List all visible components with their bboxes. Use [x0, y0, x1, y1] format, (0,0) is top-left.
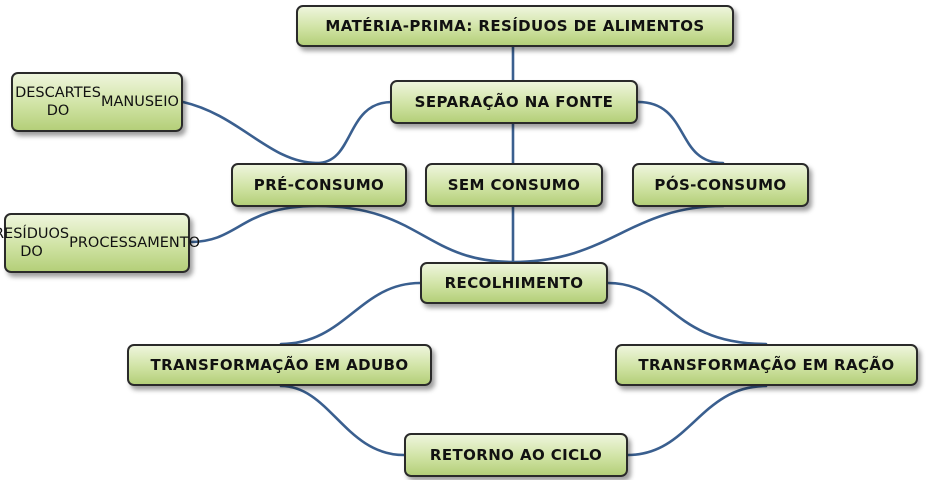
residuos-line-1: RESÍDUOS DO [0, 226, 70, 260]
descartes-line-1: DESCARTES DO [15, 85, 101, 119]
node-retorno-ao-ciclo: RETORNO AO CICLO [404, 433, 628, 477]
residuos-line-2: PROCESSAMENTO [69, 235, 201, 251]
link-residuos-recolhimento [188, 204, 515, 264]
node-transformacao-em-adubo: TRANSFORMAÇÃO EM ADUBO [127, 344, 432, 386]
link-pos-recolhimento [511, 204, 725, 264]
link-recolhimento-racao [606, 281, 768, 346]
node-separacao-na-fonte: SEPARAÇÃO NA FONTE [390, 80, 638, 124]
node-recolhimento: RECOLHIMENTO [420, 262, 608, 304]
node-pos-consumo: PÓS-CONSUMO [632, 163, 809, 207]
link-separacao-pos [636, 100, 725, 165]
link-racao-retorno [626, 384, 768, 457]
link-descartes-pre [181, 100, 319, 165]
descartes-line-2: MANUSEIO [100, 94, 179, 110]
node-pre-consumo: PRÉ-CONSUMO [231, 163, 407, 207]
link-separacao-pre [315, 100, 394, 165]
node-materia-prima: MATÉRIA-PRIMA: RESÍDUOS DE ALIMENTOS [296, 5, 734, 47]
link-adubo-retorno [279, 384, 406, 457]
node-transformacao-em-racao: TRANSFORMAÇÃO EM RAÇÃO [615, 344, 918, 386]
node-sem-consumo: SEM CONSUMO [425, 163, 603, 207]
link-recolhimento-adubo [279, 281, 422, 346]
node-descartes-do-manuseio: DESCARTES DO MANUSEIO [11, 72, 183, 132]
node-residuos-do-processamento: RESÍDUOS DO PROCESSAMENTO [0, 213, 200, 273]
